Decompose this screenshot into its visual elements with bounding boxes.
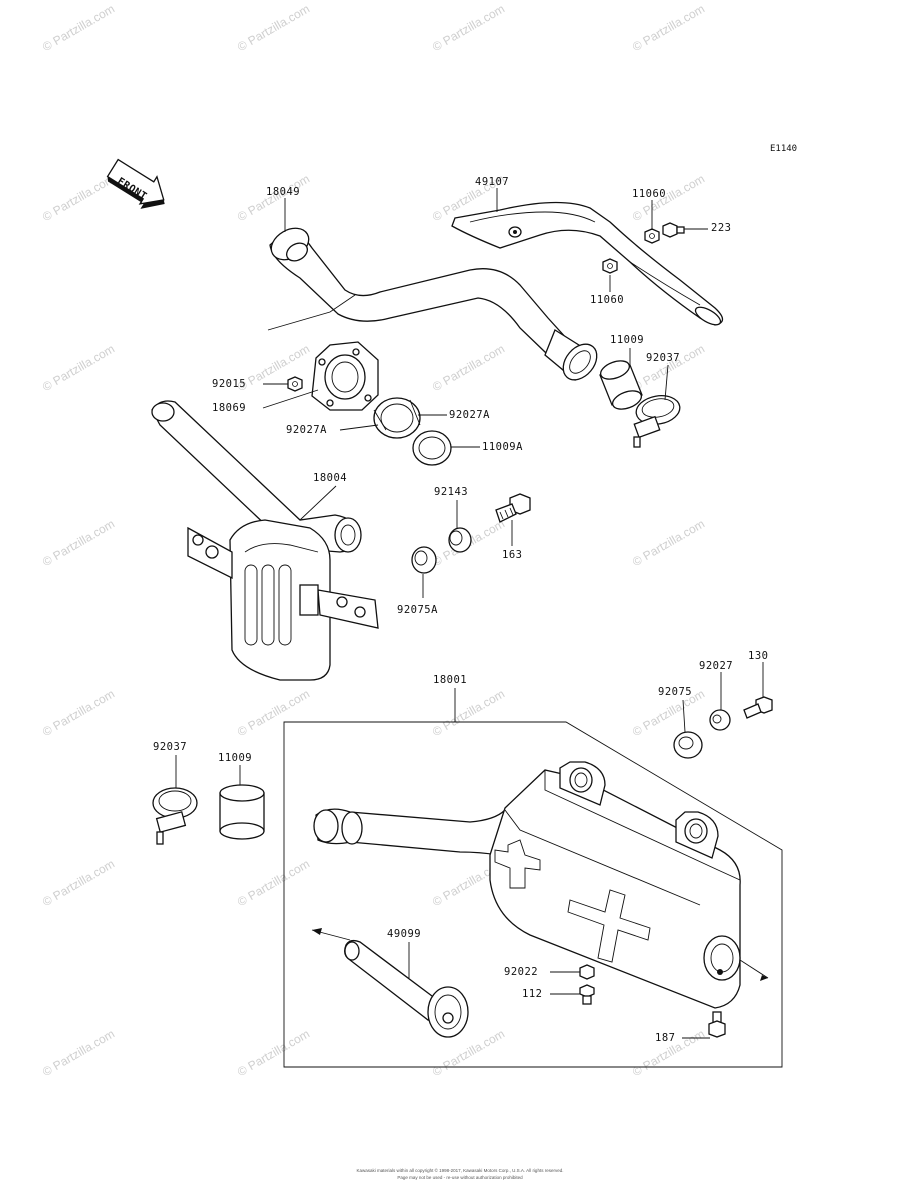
- gasket-92027A: [373, 397, 421, 439]
- footer-notice: Page may not be used - re-use without au…: [397, 1175, 523, 1180]
- nut-11060-lower: [602, 258, 618, 274]
- label-112[interactable]: 112: [522, 988, 543, 1000]
- diagram-code: E1140: [770, 144, 798, 154]
- label-11009-lower[interactable]: 11009: [218, 752, 253, 764]
- gasket-11009-upper: [599, 360, 643, 410]
- spark-arrester-49099: [311, 928, 469, 1038]
- bolt-130: [743, 696, 773, 719]
- label-92027[interactable]: 92027: [699, 660, 734, 672]
- heat-guard-49107: [451, 201, 724, 326]
- label-49099[interactable]: 49099: [387, 928, 422, 940]
- label-92075[interactable]: 92075: [658, 686, 693, 698]
- silencer-18001: [313, 761, 769, 1009]
- nut-92022: [579, 964, 595, 980]
- collar-92143: [448, 527, 472, 553]
- label-92015[interactable]: 92015: [212, 378, 247, 390]
- label-92022[interactable]: 92022: [504, 966, 539, 978]
- label-18049[interactable]: 18049: [266, 186, 301, 198]
- label-11009A[interactable]: 11009A: [482, 441, 523, 453]
- label-187[interactable]: 187: [655, 1032, 676, 1044]
- label-92143[interactable]: 92143: [434, 486, 469, 498]
- muffler-18004: [151, 400, 379, 681]
- label-163[interactable]: 163: [502, 549, 523, 561]
- bolt-163: [495, 493, 531, 523]
- label-18004[interactable]: 18004: [313, 472, 348, 484]
- muffler-assembly-box-18001: [283, 721, 783, 1068]
- label-11009-upper[interactable]: 11009: [610, 334, 645, 346]
- label-49107[interactable]: 49107: [475, 176, 510, 188]
- nut-11060-upper: [644, 228, 660, 244]
- label-92027A-right[interactable]: 92027A: [449, 409, 490, 421]
- label-18069[interactable]: 18069: [212, 402, 247, 414]
- label-92037-upper[interactable]: 92037: [646, 352, 681, 364]
- leader-lines: [175, 188, 764, 1039]
- label-11060-upper[interactable]: 11060: [632, 188, 667, 200]
- label-92037-lower[interactable]: 92037: [153, 741, 188, 753]
- damper-92075: [673, 731, 703, 759]
- bolt-112: [579, 984, 595, 1005]
- damper-92075A: [411, 546, 437, 574]
- label-130[interactable]: 130: [748, 650, 769, 662]
- clamp-92037-upper: [633, 395, 681, 448]
- exhaust-pipe-18049: [267, 227, 598, 382]
- gasket-11009A: [412, 430, 452, 466]
- bolt-223: [662, 222, 685, 238]
- label-18001[interactable]: 18001: [433, 674, 468, 686]
- clamp-92037-lower: [152, 787, 198, 845]
- label-11060-lower[interactable]: 11060: [590, 294, 625, 306]
- collar-92027: [709, 709, 731, 731]
- nut-92015: [287, 376, 303, 392]
- label-223[interactable]: 223: [711, 222, 732, 234]
- flange-18069: [311, 341, 379, 411]
- gasket-11009-lower: [219, 784, 265, 840]
- footer-copyright: Kawasaki materials within all copyright …: [356, 1168, 564, 1173]
- front-arrow: [106, 158, 165, 209]
- label-92075A[interactable]: 92075A: [397, 604, 438, 616]
- label-92027A-left[interactable]: 92027A: [286, 424, 327, 436]
- bolt-187: [708, 1011, 726, 1038]
